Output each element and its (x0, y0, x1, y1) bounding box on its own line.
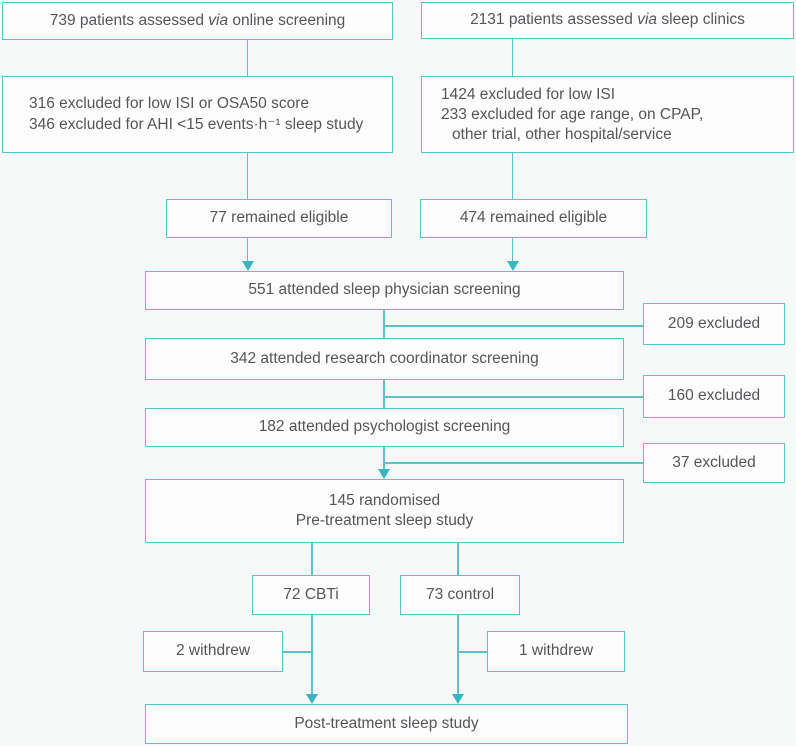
arrow-down-icon (306, 694, 318, 704)
box-clinics-assessed: 2131 patients assessed via sleep clinics (421, 2, 794, 39)
clinics-excluded-line3: other trial, other hospital/service (452, 125, 672, 143)
box-excluded-37: 37 excluded (643, 443, 785, 483)
label-via-italic: via (208, 11, 229, 29)
label-text: sleep clinics (657, 11, 745, 29)
online-excluded-line2: 346 excluded for AHI <15 events·h⁻¹ slee… (29, 115, 364, 133)
connector-to-160-excluded (384, 396, 643, 398)
box-online-assessed: 739 patients assessed via online screeni… (2, 2, 393, 40)
arrow-down-icon (378, 469, 390, 479)
arrow-down-icon (241, 261, 254, 271)
connector-cbti-withdrew (283, 651, 312, 653)
connector-physician-to-coordinator (383, 310, 385, 338)
clinics-excluded-line2: 233 excluded for age range, on CPAP, (441, 105, 704, 123)
connector-psychologist-to-randomised (383, 447, 385, 470)
connector-clinics-to-excluded (511, 39, 514, 76)
connector-to-209-excluded (384, 325, 643, 327)
box-randomised: 145 randomised Pre-treatment sleep study (145, 479, 624, 543)
excluded-37-label: 37 excluded (672, 453, 756, 471)
arrow-down-icon (452, 694, 464, 704)
box-online-eligible: 77 remained eligible (166, 199, 392, 238)
randomised-line1: 145 randomised (328, 491, 441, 509)
box-online-assessed-label: 739 patients assessed via online screeni… (50, 11, 346, 32)
online-eligible-label: 77 remained eligible (209, 209, 349, 227)
box-cbti-withdrew: 2 withdrew (143, 631, 283, 672)
box-control: 73 control (400, 575, 520, 615)
physician-screening-label: 551 attended sleep physician screening (248, 281, 521, 299)
connector-to-37-excluded (384, 462, 643, 464)
connector-cbti-to-post (311, 615, 313, 695)
box-post-treatment: Post-treatment sleep study (145, 704, 628, 744)
control-withdrew-label: 1 withdrew (518, 642, 594, 660)
excluded-209-label: 209 excluded (667, 314, 761, 332)
randomised-line2: Pre-treatment sleep study (295, 512, 474, 529)
connector-control-withdrew (458, 651, 487, 653)
connector-online-to-excluded (246, 40, 249, 76)
label-text: online screening (228, 11, 346, 29)
connector-online-eligible-to-physician (246, 238, 249, 263)
online-excluded-line1: 316 excluded for low ISI or OSA50 score (29, 95, 310, 112)
arrow-down-icon (506, 261, 519, 271)
cbti-label: 72 CBTi (283, 585, 339, 603)
connector-clinics-eligible-to-physician (511, 238, 514, 263)
box-cbti: 72 CBTi (252, 575, 370, 615)
box-excluded-160: 160 excluded (643, 375, 785, 418)
label-text: 2131 patients assessed (470, 11, 638, 29)
psychologist-screening-label: 182 attended psychologist screening (258, 418, 511, 436)
clinics-eligible-label: 474 remained eligible (459, 209, 608, 227)
connector-randomised-to-control (457, 543, 459, 575)
connector-clinics-excluded-to-eligible (511, 153, 514, 199)
connector-control-to-post (457, 615, 459, 695)
box-online-excluded: 316 excluded for low ISI or OSA50 score … (2, 76, 393, 153)
connector-coordinator-to-psychologist (383, 380, 385, 408)
clinics-excluded-line1: 1424 excluded for low ISI (441, 85, 616, 103)
cbti-withdrew-label: 2 withdrew (175, 642, 251, 660)
box-clinics-assessed-label: 2131 patients assessed via sleep clinics (470, 10, 745, 31)
box-clinics-excluded: 1424 excluded for low ISI 233 excluded f… (421, 76, 794, 153)
connector-randomised-to-cbti (311, 543, 313, 575)
control-label: 73 control (425, 585, 495, 603)
box-excluded-209: 209 excluded (643, 303, 785, 345)
box-control-withdrew: 1 withdrew (487, 631, 625, 672)
coordinator-screening-label: 342 attended research coordinator screen… (230, 349, 539, 367)
box-clinics-eligible: 474 remained eligible (420, 199, 647, 238)
label-text: 739 patients assessed (49, 11, 209, 29)
excluded-160-label: 160 excluded (667, 387, 761, 405)
box-physician-screening: 551 attended sleep physician screening (145, 271, 624, 310)
box-coordinator-screening: 342 attended research coordinator screen… (145, 338, 624, 380)
label-via-italic: via (637, 11, 658, 29)
box-psychologist-screening: 182 attended psychologist screening (145, 408, 624, 447)
connector-online-excluded-to-eligible (246, 153, 249, 199)
post-treatment-label: Post-treatment sleep study (294, 714, 479, 732)
